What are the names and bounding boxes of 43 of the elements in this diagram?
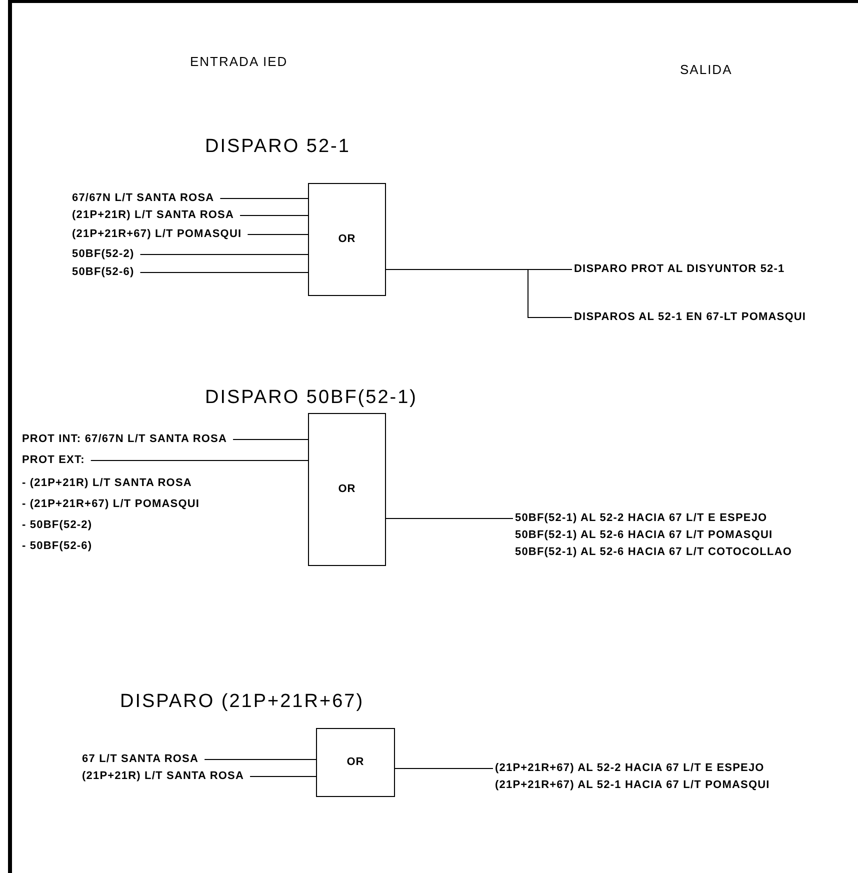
connector-line xyxy=(386,269,572,318)
section-title: DISPARO (21P+21R+67) xyxy=(120,690,364,714)
or-gate-box xyxy=(308,413,386,566)
signal-label: (21P+21R+67) AL 52-2 HACIA 67 L/T E ESPEJO xyxy=(495,762,766,775)
connector-line xyxy=(140,272,308,273)
gate-label: OR xyxy=(346,755,364,770)
list-item: - (21P+21R+67) L/T POMASQUI xyxy=(22,498,200,511)
signal-label: DISPARO PROT AL DISYUNTOR 52-1 xyxy=(574,263,785,276)
column-heading: ENTRADA IED xyxy=(190,53,288,71)
signal-label: 67/67N L/T SANTA ROSA xyxy=(72,192,214,205)
connector-line xyxy=(247,234,308,235)
connector-line xyxy=(204,759,316,760)
signal-label: PROT EXT: xyxy=(22,454,85,467)
connector-line xyxy=(232,439,308,440)
or-gate-box xyxy=(316,728,395,797)
section-title: DISPARO 52-1 xyxy=(205,135,350,159)
connector-line xyxy=(90,460,308,461)
or-gate-box xyxy=(308,183,386,296)
signal-label: PROT INT: 67/67N L/T SANTA ROSA xyxy=(22,433,228,446)
signal-label: 50BF(52-1) AL 52-6 HACIA 67 L/T COTOCOLLAO xyxy=(515,546,792,559)
list-item: - (21P+21R) L/T SANTA ROSA xyxy=(22,477,192,490)
signal-label: 50BF(52-2) xyxy=(72,248,134,261)
signal-label: 50BF(52-1) AL 52-6 HACIA 67 L/T POMASQUI xyxy=(515,529,774,542)
signal-label: DISPAROS AL 52-1 EN 67-LT POMASQUI xyxy=(574,311,806,324)
list-item: - 50BF(52-2) xyxy=(22,519,92,532)
connector-line xyxy=(386,518,514,519)
connector-line xyxy=(140,254,308,255)
connector-line xyxy=(240,215,308,216)
signal-label: (21P+21R+67) L/T POMASQUI xyxy=(72,228,242,241)
signal-label: 50BF(52-6) xyxy=(72,266,134,279)
signal-label: 50BF(52-1) AL 52-2 HACIA 67 L/T E ESPEJO xyxy=(515,512,768,525)
signal-label: 67 L/T SANTA ROSA xyxy=(82,753,199,766)
connector-line xyxy=(394,768,494,769)
connector-line xyxy=(250,776,316,777)
gate-label: OR xyxy=(338,232,356,248)
signal-label: (21P+21R) L/T SANTA ROSA xyxy=(82,770,244,783)
connector-line xyxy=(220,198,308,199)
list-item: - 50BF(52-6) xyxy=(22,540,92,553)
section-title: DISPARO 50BF(52-1) xyxy=(205,386,418,410)
signal-label: (21P+21R+67) AL 52-1 HACIA 67 L/T POMASQUI xyxy=(495,779,770,792)
signal-label: (21P+21R) L/T SANTA ROSA xyxy=(72,209,234,222)
gate-label: OR xyxy=(338,482,356,498)
column-heading: SALIDA xyxy=(680,61,732,79)
